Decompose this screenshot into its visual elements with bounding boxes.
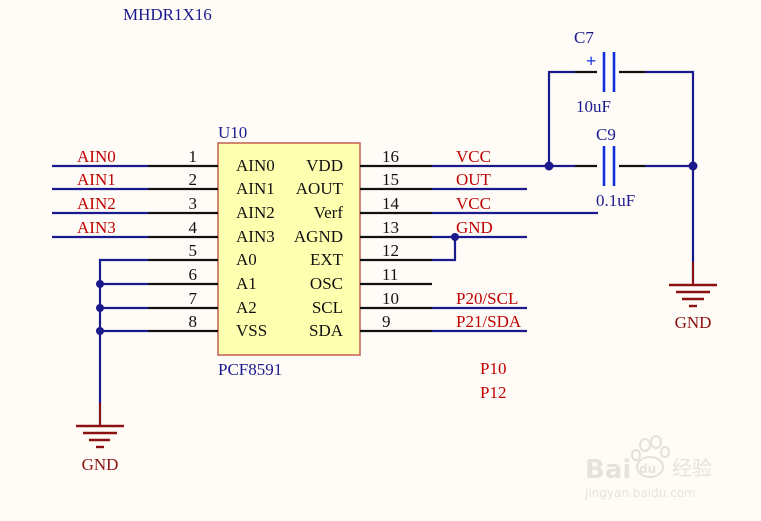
watermark-cn: 经验 [672,456,712,480]
pin-name: AGND [294,227,343,246]
cap-value: 10uF [576,97,611,116]
pin-4[interactable]: 4 AIN3 AIN3 [52,218,275,246]
pin-name: VSS [236,321,267,340]
net-label: OUT [456,170,492,189]
pin-name: A0 [236,250,257,269]
pin-number: 5 [189,241,198,260]
net-label-p10: P10 [480,359,506,378]
pin-number: 8 [189,312,198,331]
net-label: AIN2 [77,194,116,213]
pin-14[interactable]: 14 Verf VCC [314,194,598,222]
pin-number: 1 [189,147,198,166]
pin-number: 11 [382,265,398,284]
chip-part-number: PCF8591 [218,360,282,379]
junction-dot [688,161,698,171]
agnd-ext-tie [432,233,459,262]
pin-name: AIN0 [236,156,275,175]
net-label-p12: P12 [480,383,506,402]
pin-number: 10 [382,289,399,308]
net-label: AIN1 [77,170,116,189]
pin-6[interactable]: 6 A1 [148,265,257,293]
pin-name: A2 [236,298,257,317]
chip-body[interactable] [217,142,361,356]
right-pins: 16 VDD VCC 15 AOUT OUT 14 Verf VCC 13 AGND GND 12 EXT… [294,147,598,340]
net-label: VCC [456,194,491,213]
pin-16[interactable]: 16 VDD VCC [306,147,491,175]
pin-number: 3 [189,194,198,213]
pin-name: Verf [314,203,344,222]
pin-1[interactable]: 1 AIN0 AIN0 [52,147,275,175]
pin-10[interactable]: 10 SCL P20/SCL [312,289,527,317]
address-bus [96,258,148,425]
pin-name: A1 [236,274,257,293]
pin-7[interactable]: 7 A2 [148,289,257,317]
c7-wire [547,70,575,166]
pin-name: EXT [310,250,344,269]
pin-11[interactable]: 11 OSC [310,265,432,293]
pin-number: 7 [189,289,198,308]
pin-number: 14 [382,194,400,213]
pin-number: 12 [382,241,399,260]
cap-ref: C7 [574,28,594,47]
pin-number: 6 [189,265,198,284]
polarity-mark: + [586,51,596,71]
header-reference: MHDR1X16 [123,5,212,24]
junction-dot [451,233,459,241]
pin-13[interactable]: 13 AGND GND [294,218,527,246]
paw-icon [631,435,670,478]
pin-number: 4 [189,218,198,237]
pin-name: VDD [306,156,343,175]
pin-name: AIN1 [236,179,275,198]
net-label: GND [456,218,493,237]
cap-ref: C9 [596,125,616,144]
junction-dot [96,327,104,335]
pin-name: AIN2 [236,203,275,222]
pin-name: AIN3 [236,227,275,246]
pin-5[interactable]: 5 A0 [148,241,257,269]
pin-name: OSC [310,274,343,293]
chip-designator: U10 [218,123,247,142]
junction-dot [96,304,104,312]
power-network [432,70,698,283]
pin-number: 16 [382,147,399,166]
pin-number: 9 [382,312,391,331]
pin-3[interactable]: 3 AIN2 AIN2 [52,194,275,222]
net-label: AIN3 [77,218,116,237]
watermark-brand: Bai [585,455,631,485]
net-label: VCC [456,147,491,166]
watermark-url: jingyan.baidu.com [584,486,696,500]
pin-name: SCL [312,298,343,317]
watermark: Bai du 经验 jingyan.baidu.com [584,435,712,500]
bus-wire [98,258,148,425]
ground-label: GND [82,455,119,474]
ground-symbol-left: GND [76,403,124,474]
net-label: P21/SDA [456,312,522,331]
pin-number: 15 [382,170,399,189]
pin-12[interactable]: 12 EXT [310,241,432,269]
pin-2[interactable]: 2 AIN1 AIN1 [52,170,275,198]
pin-8[interactable]: 8 VSS [148,312,267,340]
pin-number: 2 [189,170,198,189]
cap-value: 0.1uF [596,191,635,210]
pin-9[interactable]: 9 SDA P21/SDA [309,312,527,340]
pin-number: 13 [382,218,399,237]
ground-symbol-right: GND [669,262,717,332]
junction-dot [544,161,554,171]
pin-name: AOUT [296,179,344,198]
capacitor-c7[interactable]: C7 + 10uF [574,28,616,116]
net-label: P20/SCL [456,289,518,308]
c7-wire [645,70,695,283]
pin-name: SDA [309,321,344,340]
junction-dot [96,280,104,288]
tie-wire [432,237,457,262]
watermark-brand2: du [639,462,656,476]
ground-label: GND [675,313,712,332]
capacitor-c9[interactable]: C9 0.1uF [596,125,635,210]
pin-15[interactable]: 15 AOUT OUT [296,170,527,198]
net-label: AIN0 [77,147,116,166]
